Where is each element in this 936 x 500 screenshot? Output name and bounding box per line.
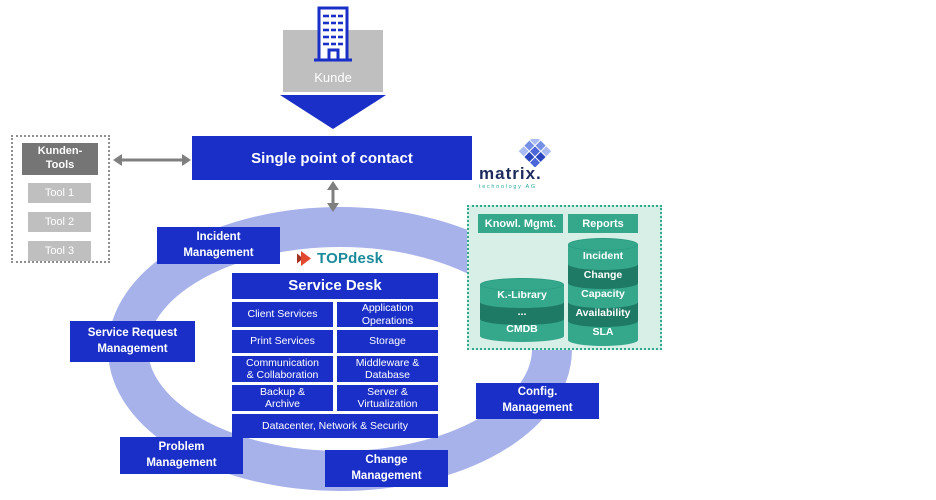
customer-label: Kunde [314, 70, 352, 85]
matrix-logo: matrix. technology AG [479, 139, 557, 190]
cell-application-operations: Application Operations [337, 302, 438, 327]
cylinder-top-icon [568, 238, 638, 251]
customer-flow-arrow [280, 95, 386, 129]
topdesk-chevron-icon [297, 251, 311, 266]
spoc-label: Single point of contact [251, 149, 413, 167]
cell-storage: Storage [337, 330, 438, 353]
tool-2-box: Tool 2 [28, 212, 91, 232]
cell-client-services: Client Services [232, 302, 333, 327]
table-row: Backup & Archive Server & Virtualization [232, 385, 438, 411]
cell-print-services: Print Services [232, 330, 333, 353]
table-row: Print Services Storage [232, 330, 438, 353]
service-desk-table: Service Desk Client Services Application… [232, 273, 438, 438]
matrix-diamonds-icon [518, 139, 551, 167]
topdesk-logo: TOPdesk [297, 250, 383, 267]
cell-backup-archive: Backup & Archive [232, 385, 333, 411]
knowledge-panel: Knowl. Mgmt. Reports K.-Library ... CMDB… [467, 205, 662, 350]
service-desk-title: Service Desk [232, 273, 438, 299]
knowledge-mgmt-header: Knowl. Mgmt. [478, 214, 563, 233]
tool-1-box: Tool 1 [28, 183, 91, 203]
kunden-tools-panel: Kunden- Tools Tool 1 Tool 2 Tool 3 [11, 135, 110, 263]
cell-middleware-database: Middleware & Database [337, 356, 438, 382]
config-management-box: Config. Management [476, 383, 599, 419]
kunden-tools-title: Kunden- Tools [22, 143, 98, 175]
matrix-subtitle: technology AG [479, 184, 537, 190]
cylinder-top-icon [480, 278, 564, 291]
table-row: Client Services Application Operations [232, 302, 438, 327]
tool-3-box: Tool 3 [28, 241, 91, 261]
reports-header: Reports [568, 214, 638, 233]
single-point-of-contact-box: Single point of contact [192, 136, 472, 180]
cell-datacenter-network-security: Datacenter, Network & Security [232, 414, 438, 438]
topdesk-wordmark: TOPdesk [317, 250, 384, 267]
table-row: Communication & Collaboration Middleware… [232, 356, 438, 382]
incident-management-box: Incident Management [157, 227, 280, 264]
cell-server-virtualization: Server & Virtualization [337, 385, 438, 411]
spoc-ring-double-arrow-icon [327, 181, 339, 212]
tools-spoc-double-arrow-icon [113, 154, 191, 166]
building-icon [314, 6, 352, 62]
service-request-management-box: Service Request Management [70, 321, 195, 362]
problem-management-box: Problem Management [120, 437, 243, 474]
cell-communication-collaboration: Communication & Collaboration [232, 356, 333, 382]
matrix-wordmark: matrix. [479, 164, 542, 183]
change-management-box: Change Management [325, 450, 448, 487]
